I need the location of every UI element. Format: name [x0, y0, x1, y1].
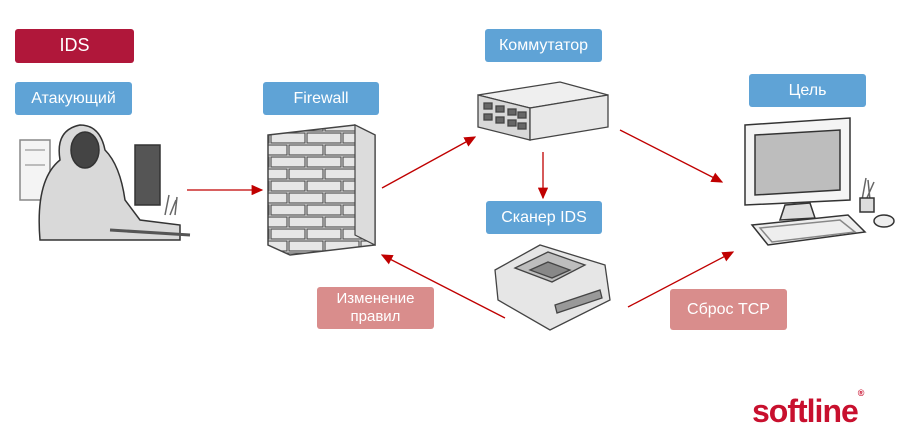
flow-arrows: [187, 129, 735, 319]
rule-change-label: Изменение правил: [317, 287, 434, 329]
softline-logo: softline®: [752, 388, 864, 430]
switch-label: Коммутатор: [485, 29, 602, 62]
firewall-label: Firewall: [263, 82, 379, 115]
target-illustration: [744, 117, 895, 246]
switch-illustration: [477, 81, 609, 141]
attacker-label: Атакующий: [15, 82, 132, 115]
arrow-firewall-to-switch: [381, 136, 477, 189]
arrow-switch-to-target: [619, 129, 724, 183]
scanner-label: Сканер IDS: [486, 201, 602, 234]
logo-text: softline: [752, 393, 859, 429]
firewall-illustration: [267, 124, 376, 256]
target-label: Цель: [749, 74, 866, 107]
ids-badge: IDS: [15, 29, 134, 63]
attacker-illustration: [19, 124, 191, 241]
tcp-reset-label: Сброс TCP: [670, 289, 787, 330]
arrow-scanner-to-firewall: [380, 254, 506, 319]
arrow-scanner-to-target: [627, 251, 735, 308]
scanner-illustration: [494, 244, 611, 331]
registered-mark: ®: [857, 388, 865, 399]
